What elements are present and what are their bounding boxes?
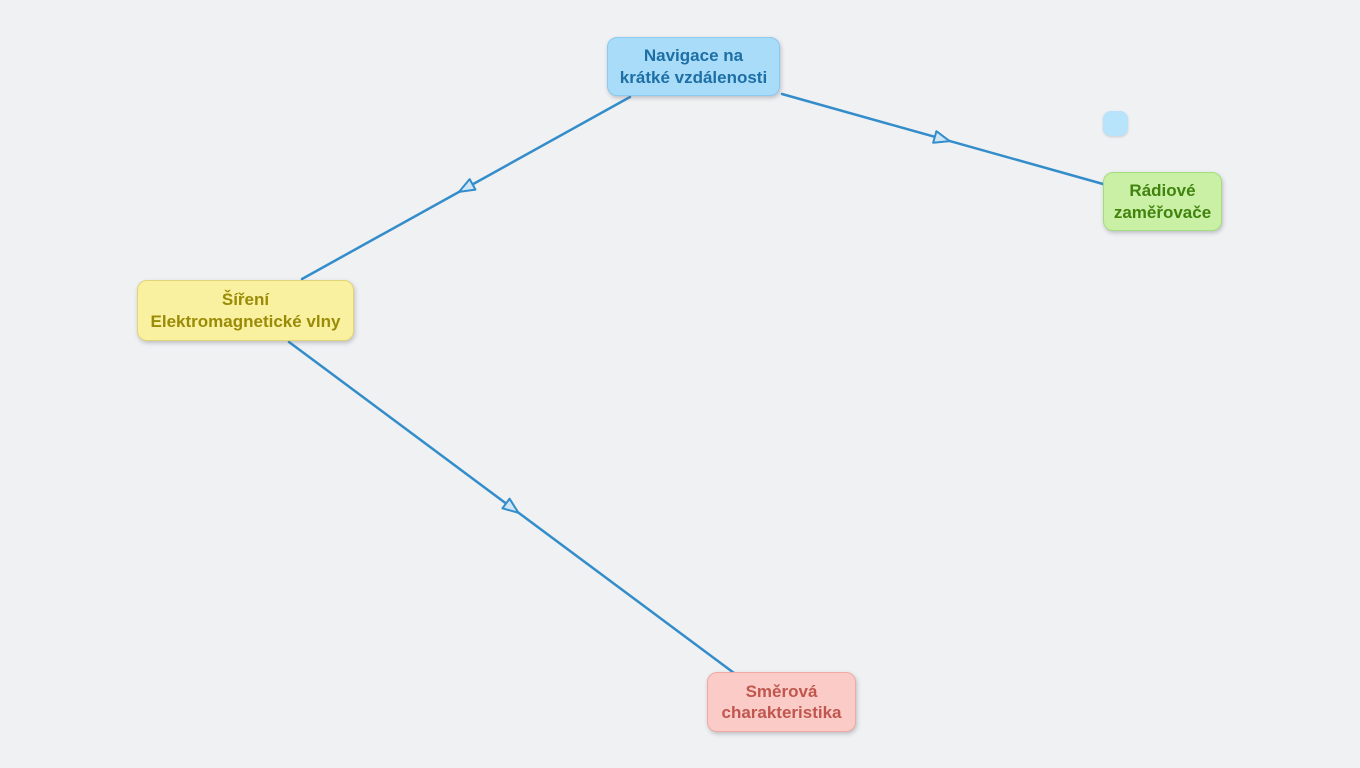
arrowhead-to-sireni: [457, 178, 477, 193]
topic-node-radiove[interactable]: Rádiové zaměřovače: [1103, 172, 1222, 231]
arrowhead-to-radiove: [932, 130, 951, 144]
topic-node-sireni[interactable]: Šíření Elektromagnetické vlny: [137, 280, 354, 341]
small-collapsed-topic-node[interactable]: [1103, 111, 1128, 136]
connector-navigace-radiove[interactable]: [780, 92, 1105, 186]
connector-navigace-sireni[interactable]: [300, 95, 632, 281]
topic-node-smerova[interactable]: Směrová charakteristika: [707, 672, 856, 732]
connector-sireni-smerova[interactable]: [287, 340, 736, 675]
arrowhead-to-smerova: [501, 497, 520, 514]
topic-node-navigace[interactable]: Navigace na krátké vzdálenosti: [607, 37, 780, 96]
